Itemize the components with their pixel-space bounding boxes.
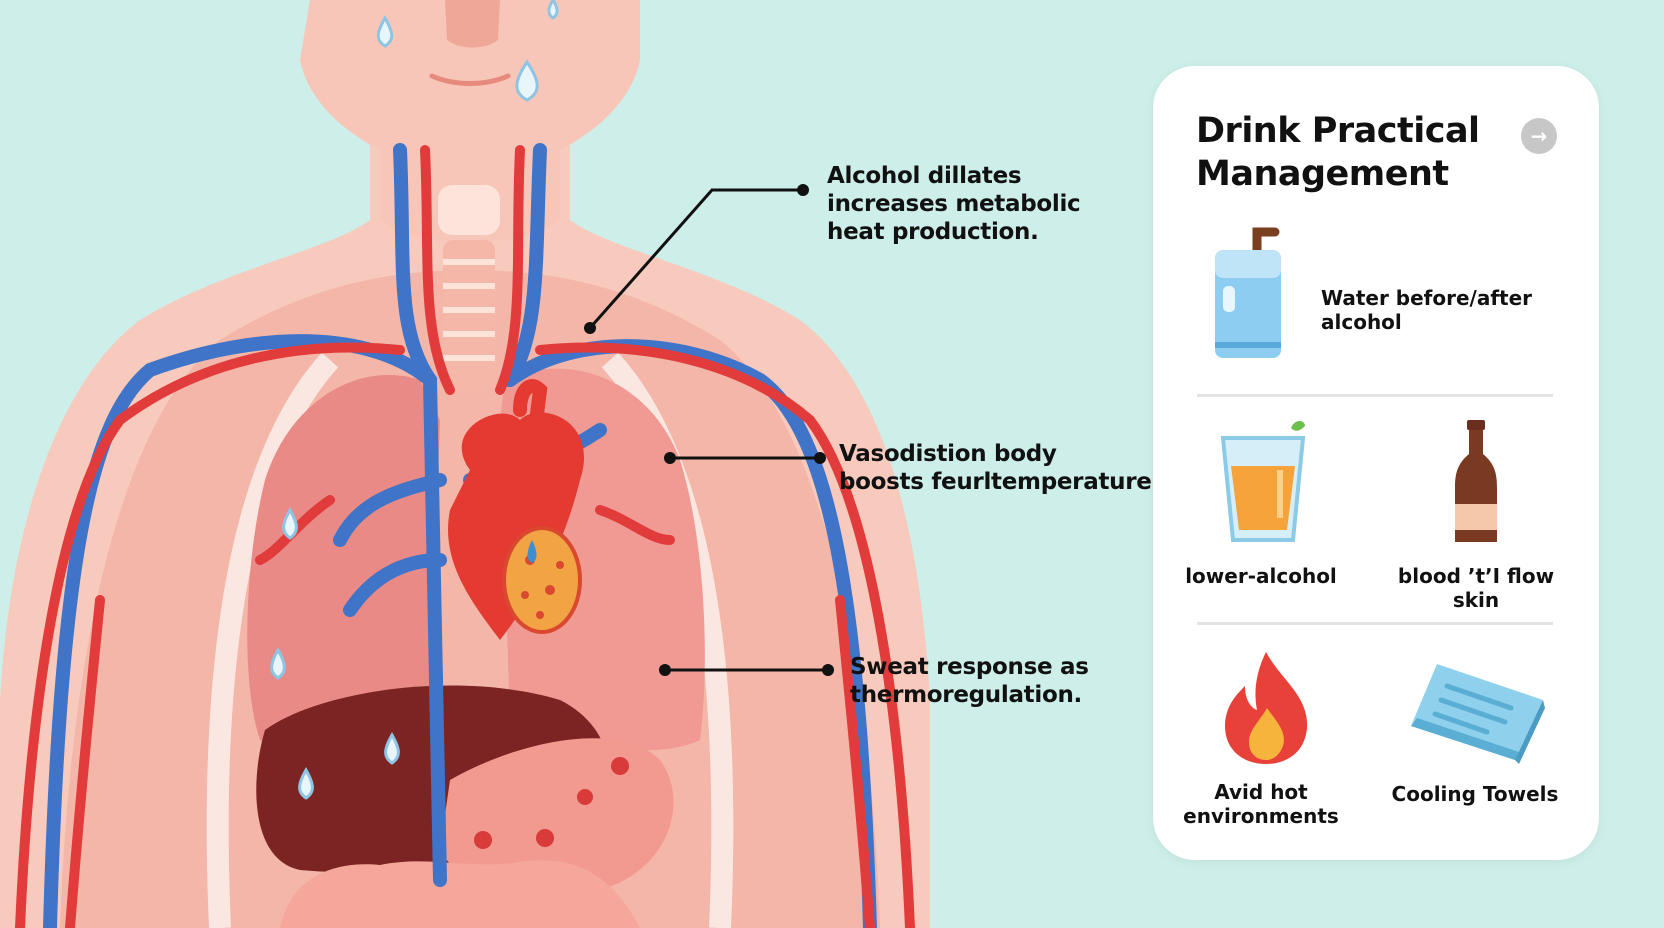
beer-bottle-icon [1455,420,1497,542]
item-water-line-1: Water before/after [1321,286,1533,310]
item-cooling-towels-line-1: Cooling Towels [1391,782,1559,806]
intestines [280,860,640,928]
callout-alcohol-line-1: Alcohol dillates [827,163,1022,189]
card-title-line-1: Drink Practical [1196,111,1480,151]
item-avoid-hot-line-2: environments [1183,804,1339,828]
mouth [429,73,511,86]
callout-alcohol-line-3: heat production. [827,219,1039,245]
sweat-drop-icon [270,0,559,800]
item-blood-flow-line-1: blood ’tʼI flow [1397,564,1555,588]
item-cooling-towels: Cooling Towels [1375,782,1575,806]
callout-lines [588,188,828,672]
item-avoid-hot-line-1: Avid hot [1214,780,1308,804]
divider-1 [1197,394,1553,397]
item-water: Water before/after alcohol [1321,286,1532,334]
flame-icon [1225,652,1308,764]
stomach [440,738,674,896]
water-bottle-icon [1215,227,1281,358]
callout-sweat-line-2: thermoregulation. [850,682,1082,708]
callout-alcohol: Alcohol dillates increases metabolic hea… [827,162,1081,246]
card-title: Drink Practical Management [1196,110,1526,196]
item-blood-flow: blood ’tʼI flow skin [1381,564,1571,612]
callout-sweat-line-1: Sweat response as [850,654,1089,680]
towel-icon [1411,664,1545,764]
item-water-line-2: alcohol [1321,310,1402,334]
head [300,0,640,243]
heart-icon [448,379,585,640]
item-lower-alcohol-line-1: lower-alcohol [1185,564,1337,588]
card-title-line-2: Management [1196,154,1449,194]
callout-vasodilation-line-1: Vasodistion body [839,441,1057,467]
management-card: Drink Practical Management → Water befor… [1153,66,1599,860]
juice-glass-icon [1220,421,1306,542]
left-lung [247,374,440,751]
arrow-badge-icon[interactable]: → [1521,118,1557,154]
item-blood-flow-line-2: skin [1452,588,1500,612]
divider-2 [1197,622,1553,625]
callout-vasodilation-line-2: boosts feurltemperature [839,469,1152,495]
callout-vasodilation: Vasodistion body boosts feurltemperature [839,440,1152,496]
callout-sweat: Sweat response as thermoregulation. [850,653,1089,709]
item-lower-alcohol: lower-alcohol [1181,564,1341,588]
callout-alcohol-line-2: increases metabolic [827,191,1081,217]
item-avoid-hot: Avid hot environments [1181,780,1341,828]
